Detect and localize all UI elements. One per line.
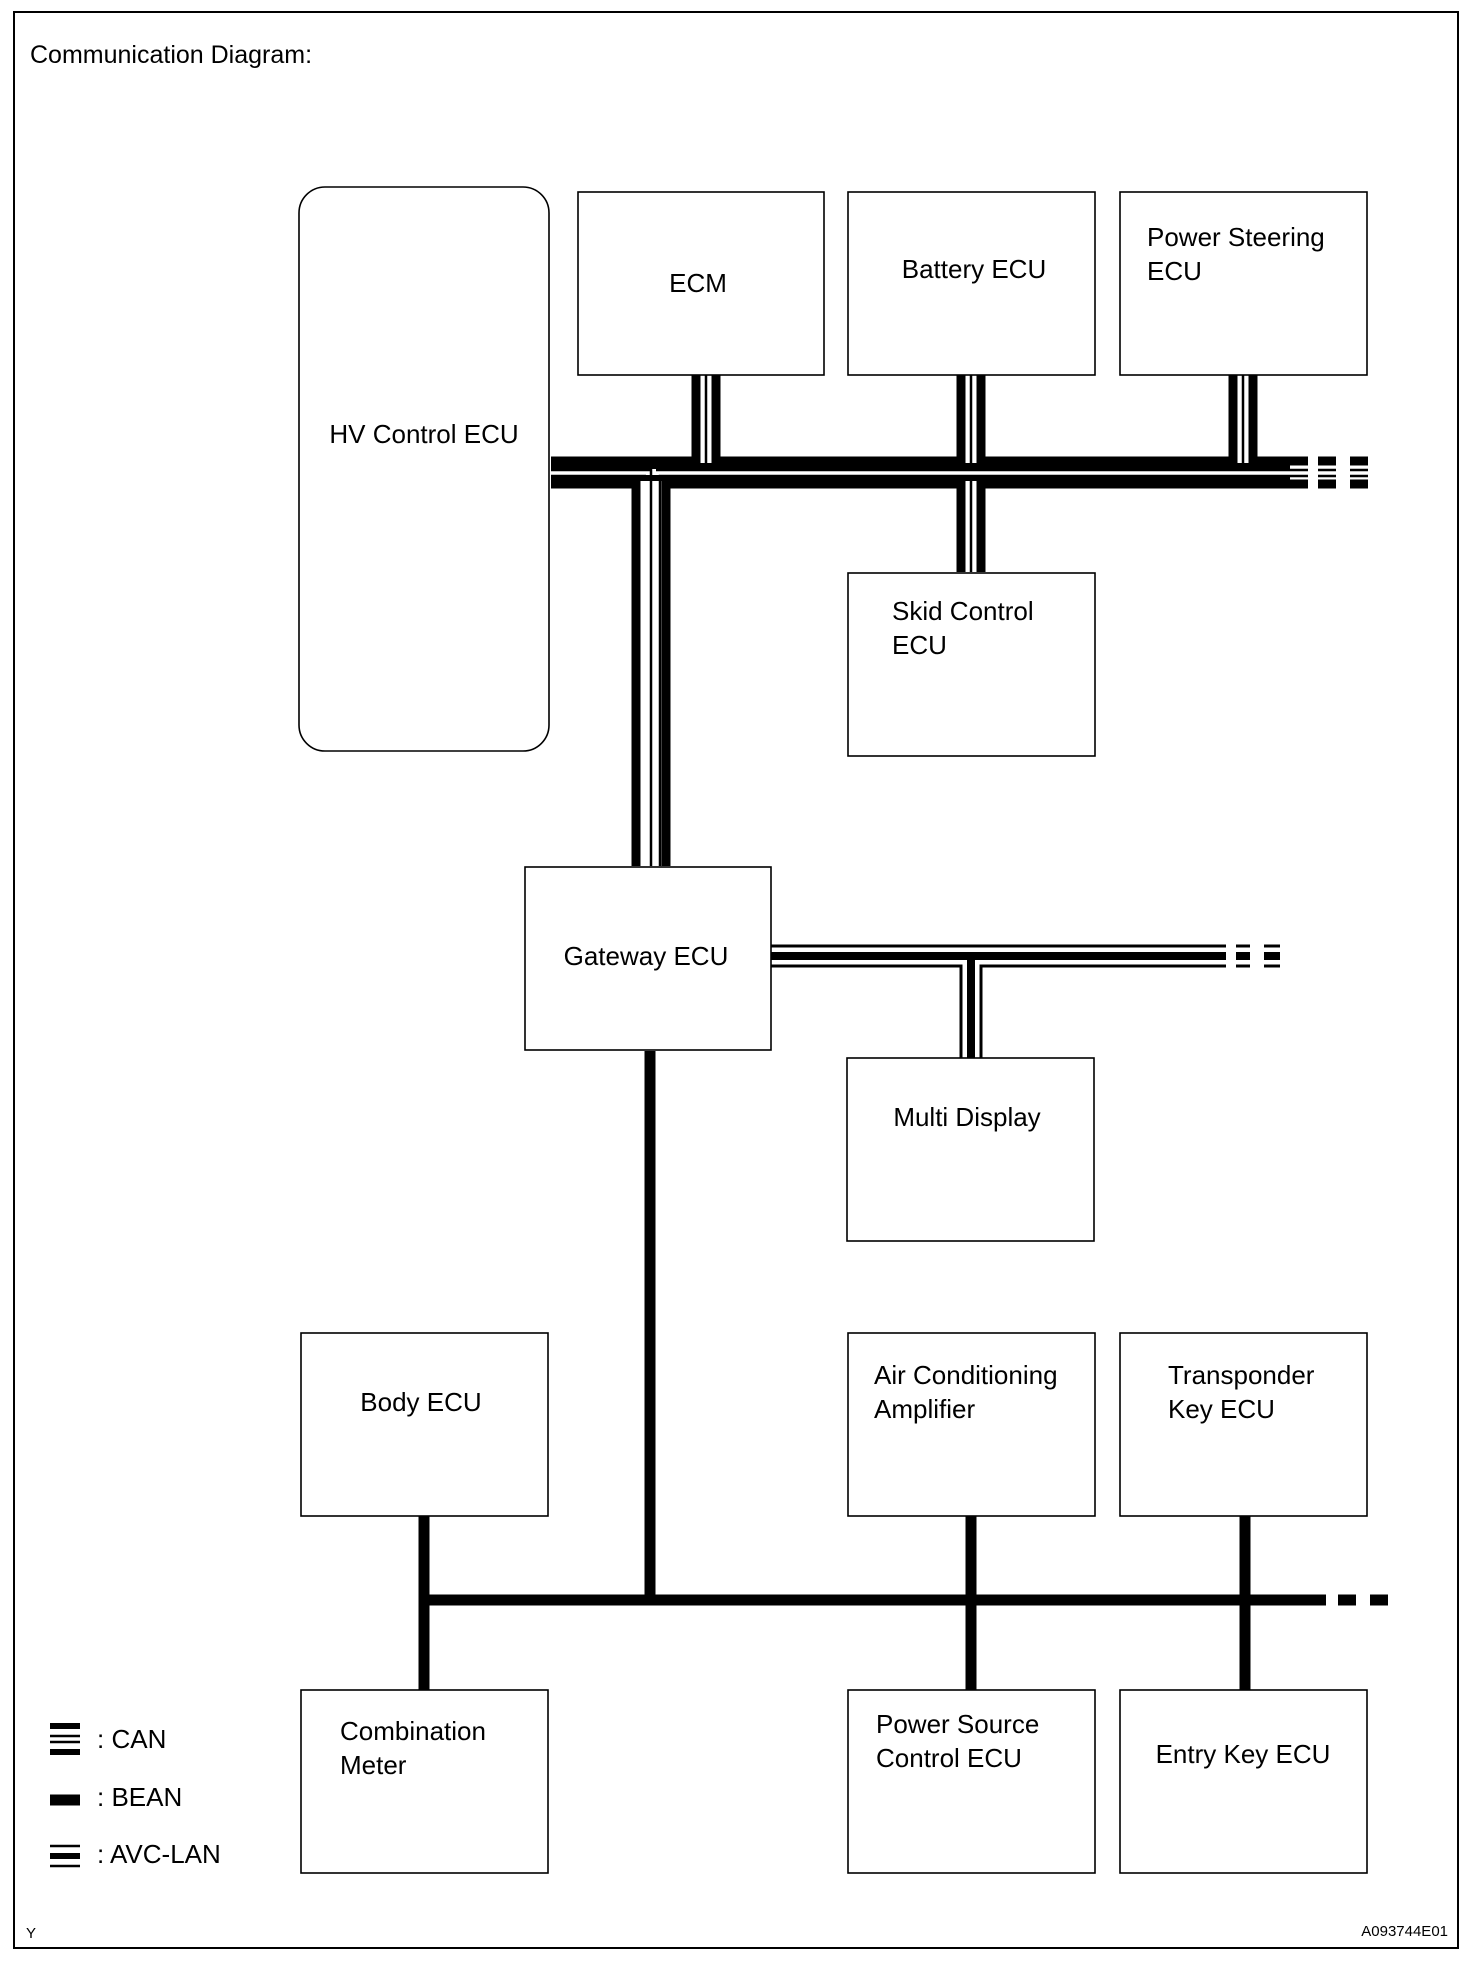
ecu-air-conditioning: Air Conditioning Amplifier	[847, 1332, 1096, 1517]
ecu-skid-control-label-2: ECU	[892, 630, 947, 660]
outer-frame	[13, 11, 1459, 1949]
corner-label-left: Y	[26, 1925, 36, 1942]
ecu-air-conditioning-label-1: Air Conditioning	[874, 1360, 1058, 1390]
ecu-multi-display-label: Multi Display	[893, 1102, 1040, 1132]
ecu-body: Body ECU	[300, 1332, 549, 1517]
ecu-ecm: ECM	[577, 191, 825, 376]
ecu-entry-key: Entry Key ECU	[1119, 1689, 1368, 1874]
legend: : CAN : BEAN : AVC-LAN	[50, 1723, 221, 1869]
ecu-power-steering-label-2: ECU	[1147, 256, 1202, 286]
ecu-transponder-key-label-2: Key ECU	[1168, 1394, 1275, 1424]
avc-lan-bus	[771, 944, 1280, 1058]
ecu-power-source-label-1: Power Source	[876, 1709, 1039, 1739]
legend-can-symbol	[50, 1723, 80, 1755]
ecu-combination-meter-label-1: Combination	[340, 1716, 486, 1746]
ecu-body-label: Body ECU	[360, 1387, 481, 1417]
figure-id: A093744E01	[1361, 1923, 1448, 1940]
legend-can-label: : CAN	[97, 1724, 166, 1754]
ecu-hv-control: HV Control ECU	[298, 186, 550, 752]
ecu-gateway-label: Gateway ECU	[564, 941, 729, 971]
ecu-power-steering-label-1: Power Steering	[1147, 222, 1325, 252]
bean-bus	[418, 1051, 1388, 1690]
ecu-power-steering: Power Steering ECU	[1119, 191, 1368, 376]
legend-avc-lan-label: : AVC-LAN	[97, 1839, 221, 1869]
ecu-ecm-label: ECM	[669, 268, 727, 298]
ecu-hv-control-label: HV Control ECU	[329, 419, 518, 449]
ecu-skid-control: Skid Control ECU	[847, 572, 1096, 757]
ecu-battery: Battery ECU	[847, 191, 1096, 376]
ecu-gateway: Gateway ECU	[524, 866, 772, 1051]
ecu-multi-display: Multi Display	[846, 1057, 1095, 1242]
can-trunk	[551, 374, 1368, 866]
diagram-title: Communication Diagram:	[30, 41, 312, 69]
can-bus	[551, 463, 1290, 481]
ecu-combination-meter-label-2: Meter	[340, 1750, 407, 1780]
ecu-skid-control-label-1: Skid Control	[892, 596, 1034, 626]
ecu-transponder-key-label-1: Transponder	[1168, 1360, 1315, 1390]
ecu-entry-key-label: Entry Key ECU	[1156, 1739, 1331, 1769]
ecu-power-source: Power Source Control ECU	[847, 1689, 1096, 1874]
ecu-transponder-key: Transponder Key ECU	[1119, 1332, 1368, 1517]
legend-avc-lan-symbol	[50, 1844, 80, 1868]
legend-bean-label: : BEAN	[97, 1782, 182, 1812]
ecu-power-source-label-2: Control ECU	[876, 1743, 1022, 1773]
ecu-combination-meter: Combination Meter	[300, 1689, 549, 1874]
ecu-battery-label: Battery ECU	[902, 254, 1047, 284]
ecu-air-conditioning-label-2: Amplifier	[874, 1394, 975, 1424]
